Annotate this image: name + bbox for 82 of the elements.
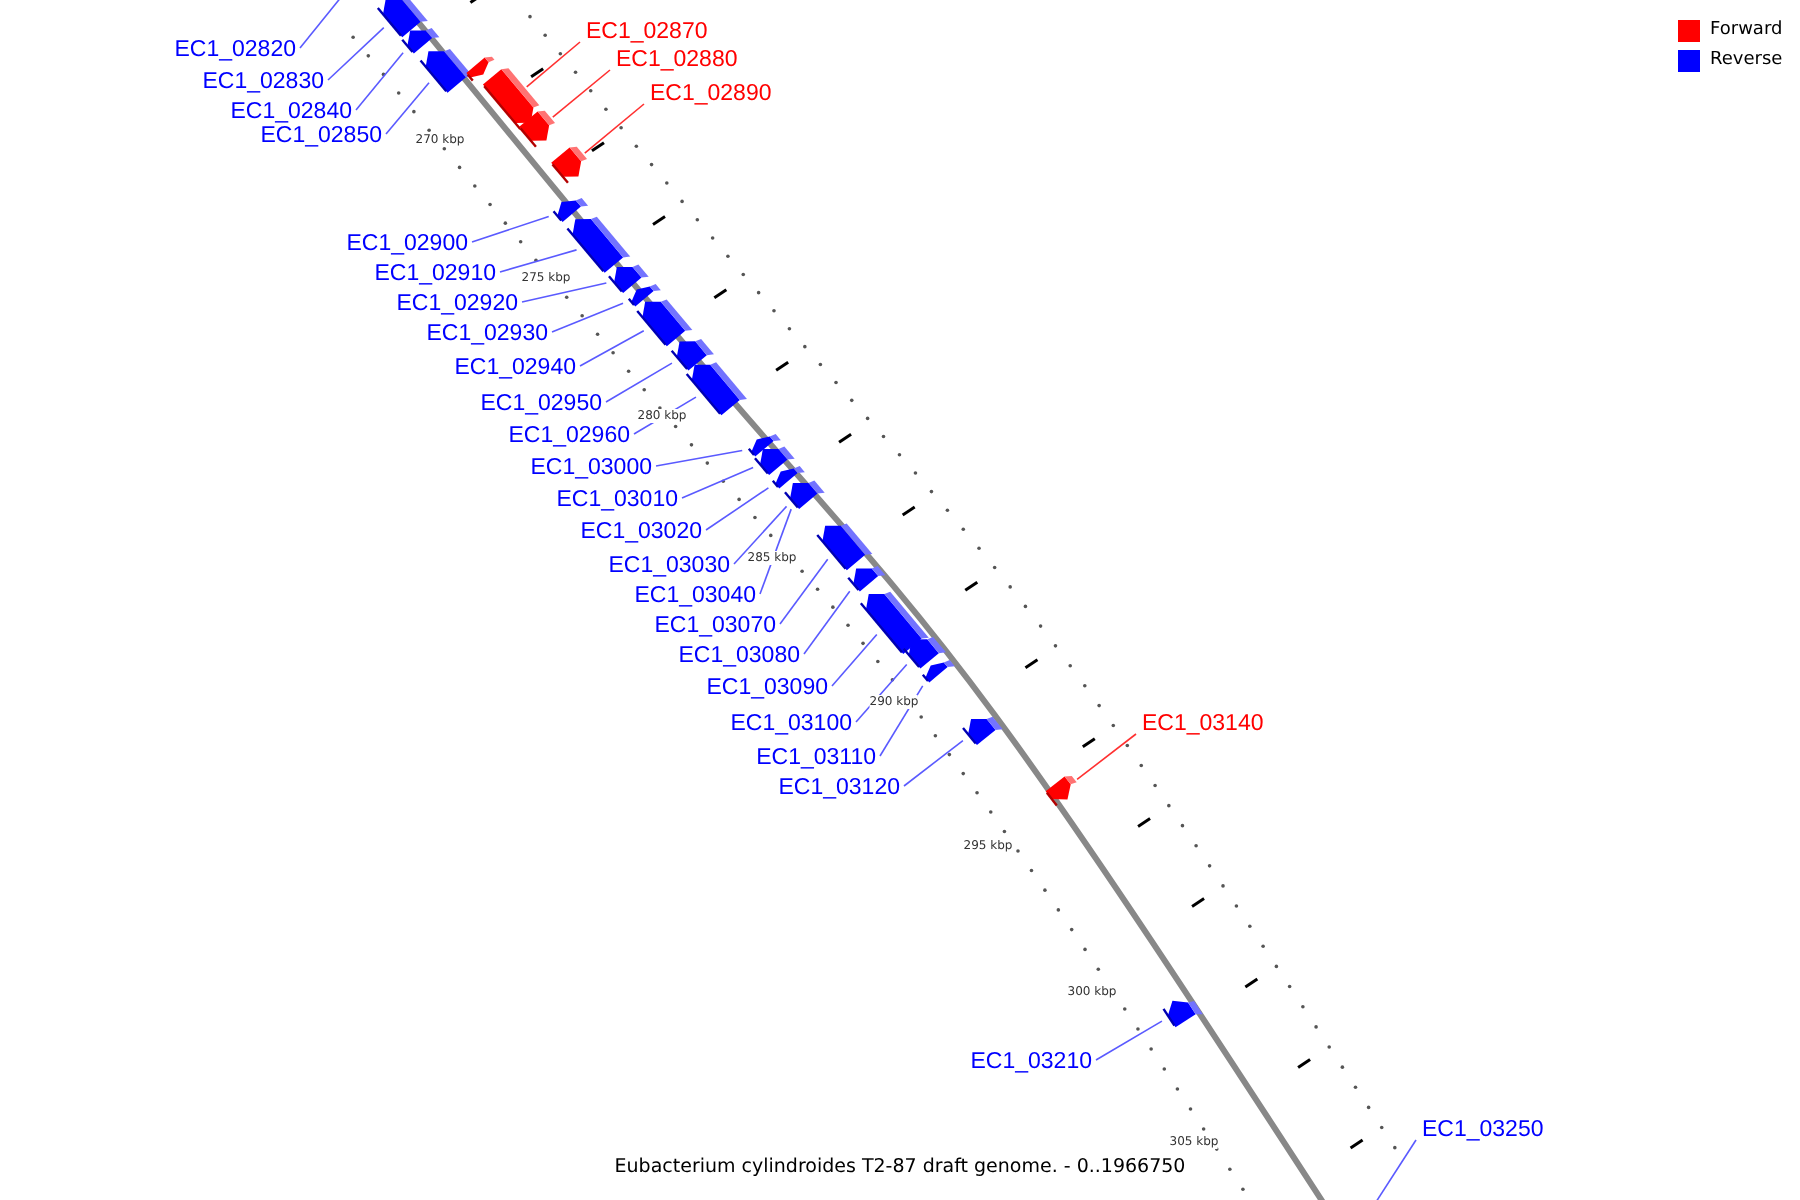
gene-block [552, 198, 589, 222]
gene-block [608, 264, 649, 294]
gene-block [401, 28, 440, 54]
gene-label: EC1_03210 [970, 1050, 1092, 1076]
gene-block [784, 480, 825, 510]
gene-block [1162, 1000, 1203, 1028]
gene-block [419, 48, 474, 93]
gene-label: EC1_03000 [530, 456, 652, 482]
gene-label: EC1_02820 [174, 38, 296, 64]
leader-line [733, 505, 788, 565]
gene-block [519, 110, 556, 148]
leader-line [779, 558, 829, 625]
leader-line [655, 449, 743, 467]
leader-line [551, 302, 624, 333]
gene-block [566, 216, 631, 273]
gene-block [771, 466, 805, 489]
gene-label: EC1_03120 [778, 776, 900, 802]
leader-line [355, 52, 404, 111]
gene-label: EC1_02910 [374, 262, 496, 288]
gene-label: EC1_03250 [1422, 1118, 1544, 1144]
gene-label: EC1_03040 [634, 584, 756, 610]
leader-line [521, 282, 608, 303]
gene-label: EC1_02870 [586, 20, 708, 46]
gene-label: EC1_03030 [608, 554, 730, 580]
legend-label: Reverse [1710, 50, 1783, 72]
leader-line [681, 466, 754, 499]
gene-label: EC1_03020 [580, 520, 702, 546]
gene-label: EC1_02920 [396, 292, 518, 318]
gene-label: EC1_03090 [706, 676, 828, 702]
leader-line [1076, 733, 1137, 781]
gene-block [816, 523, 873, 571]
gene-label: EC1_02900 [346, 232, 468, 258]
gene-label: EC1_03100 [730, 712, 852, 738]
gene-block [902, 637, 946, 669]
gene-block [685, 362, 747, 416]
gene-label: EC1_02890 [650, 82, 772, 108]
gene-label: EC1_02840 [230, 100, 352, 126]
leader-line [831, 633, 878, 687]
gene-label: EC1_02950 [480, 392, 602, 418]
gene-block [466, 56, 495, 82]
leader-line [1375, 1139, 1417, 1200]
gene-block [636, 299, 693, 347]
leader-line [803, 590, 851, 655]
caption: Eubacterium cylindroides T2-87 draft genome. - 0..1966750 [614, 1156, 1186, 1180]
leader-line [705, 487, 770, 531]
gene-block [859, 591, 929, 654]
gene-block [962, 716, 1003, 746]
leader-line [525, 41, 581, 88]
legend-label: Forward [1710, 20, 1783, 42]
gene-block [627, 284, 661, 307]
leader-line [579, 329, 645, 367]
gene-block [670, 339, 714, 371]
leader-line [499, 249, 578, 273]
leader-line [903, 739, 964, 787]
gene-label: EC1_03010 [556, 488, 678, 514]
gene-block [1045, 775, 1077, 807]
gene-label: EC1_02930 [426, 322, 548, 348]
leader-line [552, 69, 611, 118]
leader-line [327, 26, 385, 81]
gene-label: EC1_02960 [508, 424, 630, 450]
gene-label: EC1_02880 [616, 48, 738, 74]
gene-block [921, 660, 955, 683]
gene-label: EC1_03080 [678, 644, 800, 670]
leader-line [605, 362, 673, 403]
gene-block [847, 566, 886, 592]
leader-line [471, 215, 550, 243]
gene-block [482, 68, 540, 130]
gene-block [747, 434, 781, 457]
leader-line [759, 508, 792, 595]
gene-label: EC1_03140 [1142, 712, 1264, 738]
gene-block [376, 0, 428, 38]
gene-block [754, 446, 795, 476]
leader-line [385, 81, 430, 135]
leader-line [584, 103, 645, 154]
gene-label: EC1_02940 [454, 356, 576, 382]
gene-block [551, 146, 588, 184]
leader-line [299, 0, 343, 49]
gene-label: EC1_03110 [756, 746, 876, 772]
gene-label: EC1_02850 [260, 124, 382, 150]
gene-label: EC1_02830 [202, 70, 324, 96]
leader-line [1095, 1020, 1163, 1061]
gene-label: EC1_03070 [654, 614, 776, 640]
